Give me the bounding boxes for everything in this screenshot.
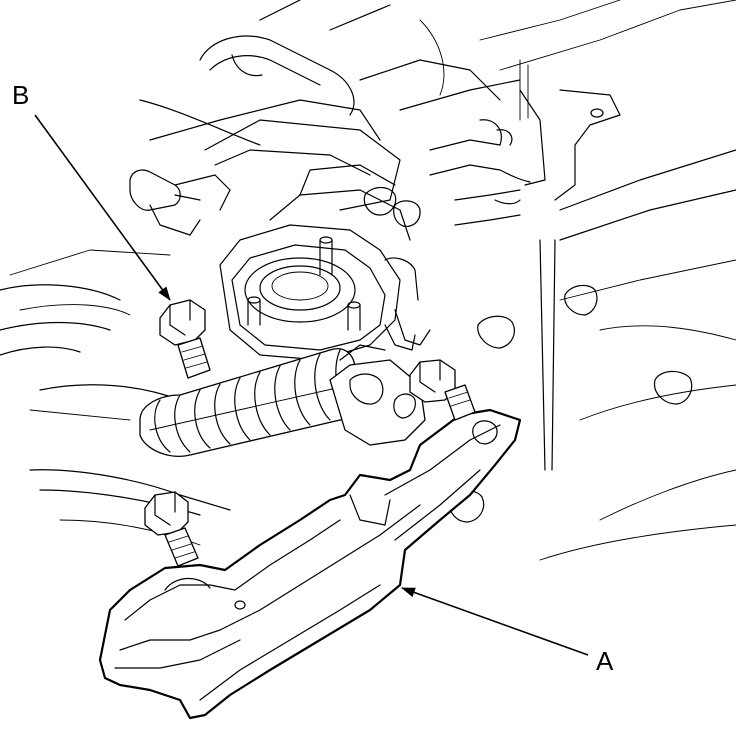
callout-a-label: A	[596, 646, 614, 676]
steering-rack-boot	[139, 348, 361, 457]
splash-shield	[98, 408, 522, 720]
callout-b-leader	[34, 114, 171, 301]
engine-mount-assembly	[219, 164, 431, 361]
callout-a-leader	[401, 587, 589, 656]
callout-b-label: B	[12, 80, 30, 110]
bolt-b-hardware	[159, 299, 211, 379]
vehicle-frame-background	[0, 0, 736, 561]
bolt-left-hardware	[144, 491, 199, 567]
bolt-right-hardware	[409, 359, 476, 421]
tie-rod-bracket	[329, 324, 426, 446]
